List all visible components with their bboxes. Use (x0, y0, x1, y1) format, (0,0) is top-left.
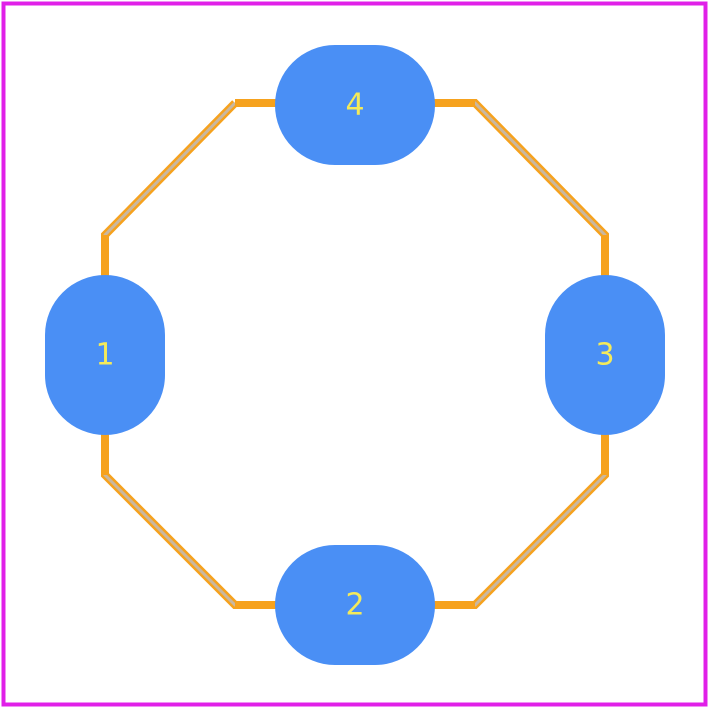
pad-3-shape (545, 275, 665, 435)
pad-2: 2 (275, 545, 435, 665)
pad-1-label: 1 (95, 338, 114, 373)
octagon-trace (101, 99, 609, 609)
pad-1-shape (45, 275, 165, 435)
pad-4-shape (275, 45, 435, 165)
octagon-trace-core (103, 101, 607, 607)
pad-4: 4 (275, 45, 435, 165)
pad-4-label: 4 (345, 88, 364, 123)
pad-2-label: 2 (345, 588, 364, 623)
pad-3: 3 (545, 275, 665, 435)
pad-2-shape (275, 545, 435, 665)
pad-3-label: 3 (595, 338, 614, 373)
pad-1: 1 (45, 275, 165, 435)
